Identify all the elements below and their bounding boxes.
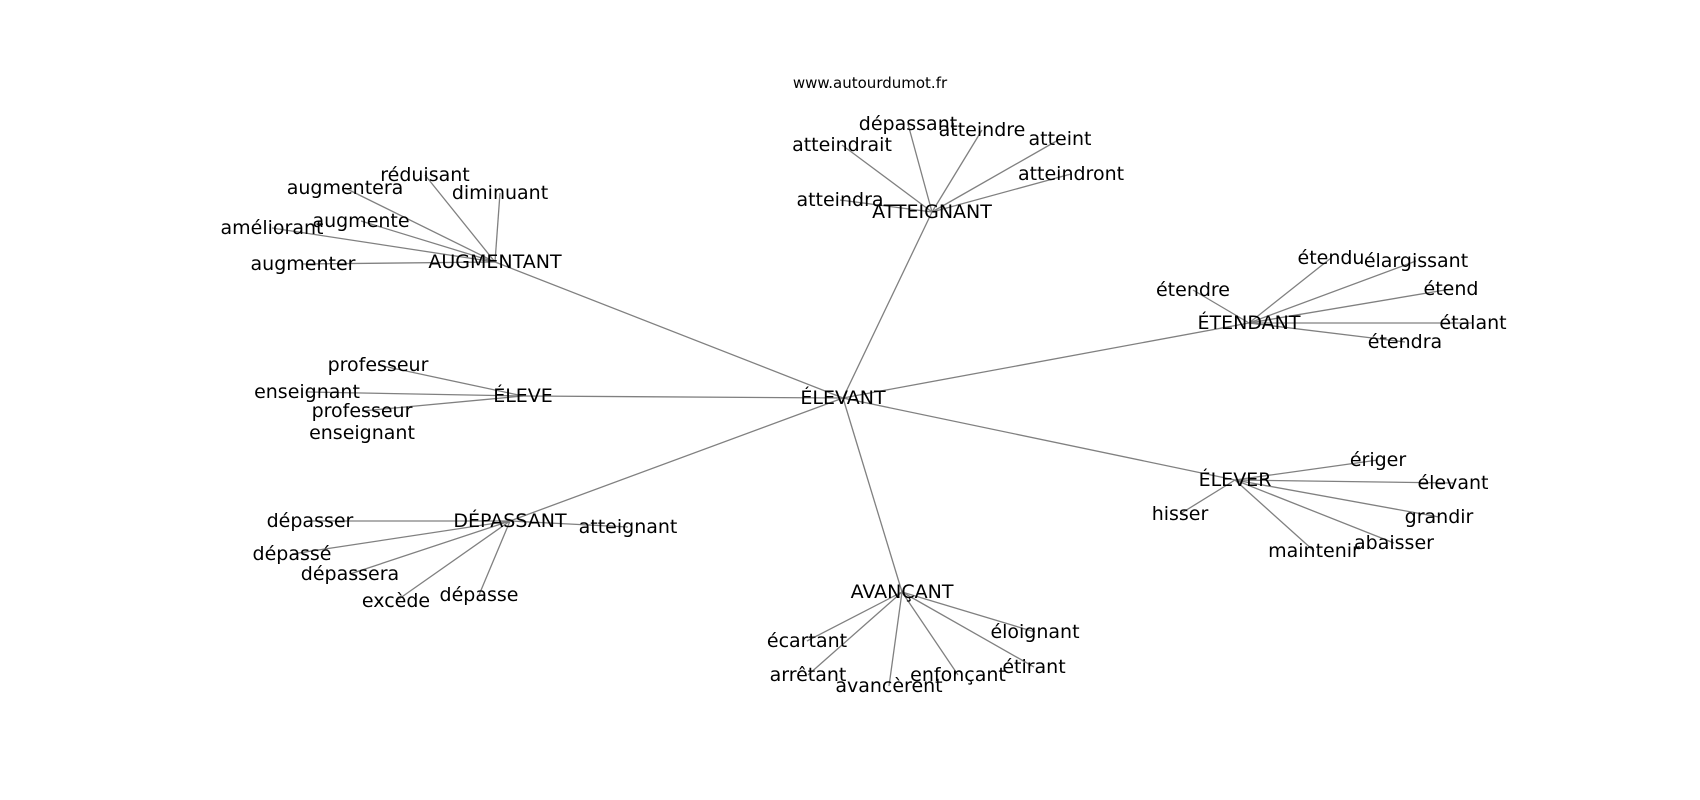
leaf-label: grandir	[1405, 506, 1474, 528]
leaf-label: avancèrent	[835, 675, 942, 697]
leaf-label: améliorant	[221, 217, 324, 239]
leaf-label: arrêtant	[770, 664, 847, 686]
center-label: ÉLEVANT	[800, 386, 886, 409]
leaf-label: enseignant	[254, 381, 360, 403]
leaf-label: étend	[1424, 278, 1479, 300]
edge-center-0	[494, 261, 844, 399]
edge-leaf	[839, 199, 933, 213]
edge-leaf	[807, 591, 903, 676]
leaf-label: écartant	[767, 630, 847, 652]
leaf-label: augmentera	[287, 177, 404, 199]
edge-leaf	[931, 138, 1061, 213]
edge-leaf	[1234, 479, 1315, 552]
edge-leaf	[1192, 289, 1250, 324]
cluster-label: ÉLEVE	[493, 384, 553, 407]
edge-leaf	[806, 591, 903, 642]
edge-leaf	[424, 174, 496, 263]
leaf-label: atteindra	[796, 189, 883, 211]
edge-leaf	[907, 123, 933, 213]
leaf-label: étirant	[1002, 656, 1065, 678]
leaf-label: étendu	[1298, 247, 1365, 269]
leaf-label: élargissant	[1364, 250, 1468, 272]
edge-leaf	[1248, 322, 1406, 343]
leaf-label: excède	[362, 590, 430, 612]
cluster-label: AUGMENTANT	[428, 251, 562, 273]
leaf-label: dépassé	[253, 543, 332, 565]
edge-leaf	[841, 144, 933, 213]
leaf-label: atteindront	[1018, 163, 1124, 185]
cluster-label: ATTEIGNANT	[872, 201, 992, 223]
edge-leaf	[931, 173, 1072, 213]
edge-leaf	[360, 220, 496, 263]
leaf-label: étendra	[1368, 331, 1442, 353]
leaf-label: dépassant	[859, 113, 957, 135]
edge-leaf	[901, 591, 1035, 668]
cluster-label: ÉTENDANT	[1198, 311, 1301, 334]
leaf-label: abaisser	[1354, 532, 1434, 554]
edge-leaf	[395, 520, 511, 602]
edge-center-1	[842, 211, 933, 399]
leaf-label: augmenter	[251, 253, 356, 275]
leaf-label: étendre	[1156, 279, 1230, 301]
edge-leaf	[888, 591, 903, 687]
leaf-label: réduisant	[380, 164, 470, 186]
edge-center-2	[842, 322, 1250, 399]
leaf-label: atteint	[1028, 128, 1091, 150]
leaf-label: dépasse	[440, 584, 519, 606]
leaf-label: hisser	[1152, 503, 1209, 525]
edge-leaf	[478, 520, 511, 596]
leaf-label: maintenir	[1268, 540, 1360, 562]
leaf-label: atteignant	[579, 516, 678, 538]
edge-leaf	[1234, 479, 1454, 484]
edge-leaf	[361, 395, 524, 412]
edge-leaf	[1179, 479, 1236, 515]
leaf-label: élevant	[1417, 472, 1488, 494]
edge-leaf	[271, 227, 496, 263]
edge-center-3	[522, 395, 844, 399]
edge-leaf	[306, 391, 524, 397]
leaf-label: enfonçant	[910, 664, 1006, 686]
edge-leaf	[931, 129, 983, 213]
edge-leaf	[1234, 479, 1395, 544]
leaf-label: dépassera	[301, 563, 399, 585]
cluster-label: ÉLEVER	[1199, 468, 1272, 491]
leaf-label: atteindrait	[792, 134, 892, 156]
edge-leaf	[1248, 260, 1417, 324]
leaf-label: augmente	[312, 210, 409, 232]
edge-leaf	[291, 520, 511, 555]
edge-leaf	[302, 261, 496, 265]
source-url: www.autourdumot.fr	[793, 74, 948, 92]
edge-leaf	[901, 591, 1036, 633]
leaf-label: atteindre	[939, 119, 1026, 141]
edge-leaf	[1234, 459, 1379, 481]
edge-leaf	[1248, 257, 1332, 324]
cluster-label: DÉPASSANT	[453, 509, 567, 532]
leaf-label: diminuant	[452, 182, 548, 204]
edge-leaf	[901, 591, 959, 676]
edge-center-6	[842, 397, 903, 593]
edge-center-5	[509, 397, 844, 522]
edge-leaf	[1234, 479, 1440, 518]
leaf-label: professeur	[328, 354, 429, 376]
edge-leaf	[509, 520, 629, 528]
edge-leaf	[494, 192, 501, 263]
leaf-label: éloignant	[990, 621, 1079, 643]
graph-edges	[271, 123, 1473, 687]
cluster-label: AVANÇANT	[851, 581, 954, 603]
leaf-label: ériger	[1350, 449, 1407, 471]
edge-leaf	[344, 187, 496, 263]
edge-center-4	[842, 397, 1236, 481]
edge-leaf	[377, 364, 524, 397]
edge-leaf	[349, 520, 511, 575]
edge-leaf	[1248, 288, 1452, 324]
leaf-label: dépasser	[267, 510, 354, 532]
leaf-label: étalant	[1439, 312, 1506, 334]
